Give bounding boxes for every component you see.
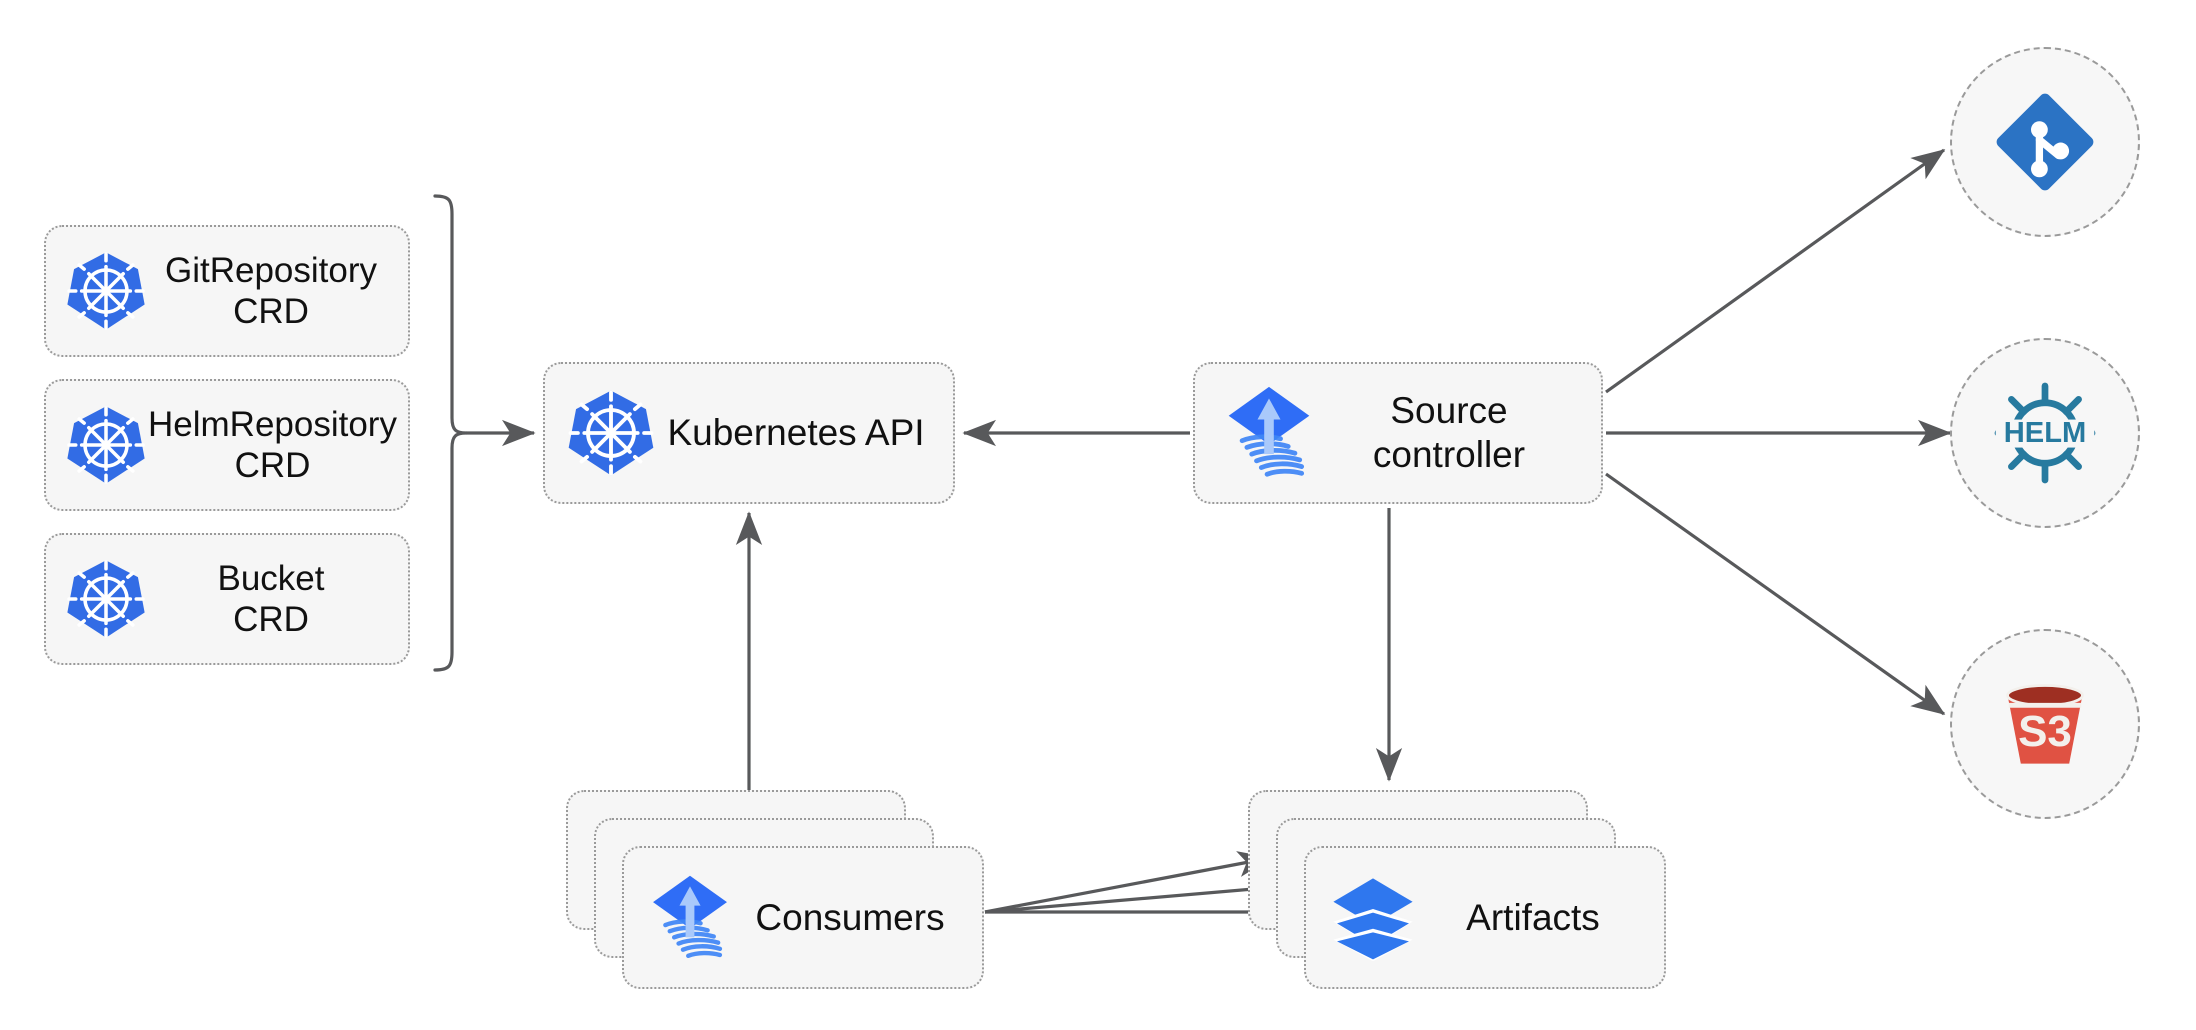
edge-consumers-to-artifacts-1 (984, 851, 1272, 914)
flux-icon (1221, 383, 1317, 483)
kubernetes-icon (64, 403, 148, 487)
card-kubernetes-api[interactable]: Kubernetes API (543, 362, 955, 504)
card-consumers-stack[interactable]: Consumers (566, 790, 984, 990)
crd-label: GitRepository CRD (164, 250, 378, 331)
git-icon (1986, 83, 2104, 201)
card-git-service[interactable] (1950, 47, 2140, 237)
helm-icon: HELM (1986, 374, 2104, 492)
helm-wordmark: HELM (2004, 417, 2086, 449)
kubernetes-icon (565, 387, 657, 479)
node-label: Consumers (755, 896, 945, 938)
edge-source-controller-to-s3 (1605, 472, 1946, 716)
crd-label: Bucket CRD (217, 558, 325, 639)
crd-group-bracket (433, 194, 468, 672)
node-label: Kubernetes API (667, 412, 925, 454)
crd-label: HelmRepository CRD (148, 404, 397, 485)
card-artifacts-stack[interactable]: Artifacts (1248, 790, 1666, 990)
card-gitrepository-crd[interactable]: GitRepository CRD (44, 225, 410, 357)
card-helm-service[interactable]: HELM (1950, 338, 2140, 528)
s3-bucket-icon: S3 (1986, 665, 2104, 783)
kubernetes-icon (64, 249, 148, 333)
edge-source-controller-to-git (1605, 148, 1946, 394)
kubernetes-icon (64, 557, 148, 641)
flux-icon (646, 872, 734, 964)
card-bucket-crd[interactable]: Bucket CRD (44, 533, 410, 665)
layers-icon (1328, 873, 1418, 963)
s3-wordmark: S3 (2018, 707, 2072, 756)
card-helmrepository-crd[interactable]: HelmRepository CRD (44, 379, 410, 511)
card-s3-service[interactable]: S3 (1950, 629, 2140, 819)
consumers-front-card[interactable]: Consumers (622, 846, 984, 989)
node-label: Artifacts (1466, 896, 1600, 938)
artifacts-front-card[interactable]: Artifacts (1304, 846, 1666, 989)
node-label: Source controller (1372, 390, 1526, 475)
card-source-controller[interactable]: Source controller (1193, 362, 1603, 504)
